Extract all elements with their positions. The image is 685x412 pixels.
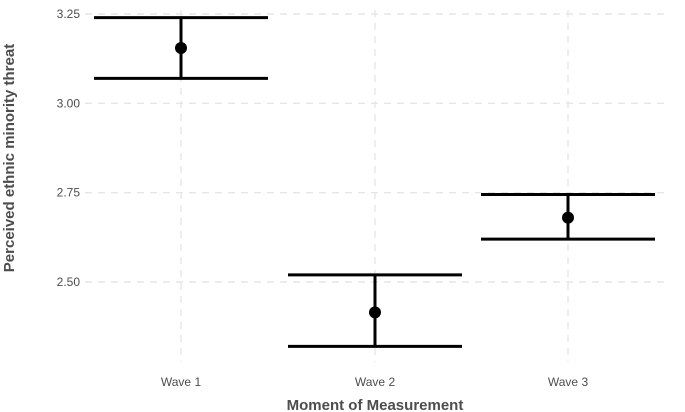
y-tick-label: 2.75 [57, 186, 81, 200]
y-axis-title: Perceived ethnic minority threat [1, 44, 18, 272]
data-point [175, 41, 187, 54]
x-tick-label: Wave 1 [161, 375, 202, 389]
y-tick-label: 3.25 [57, 7, 81, 21]
y-axis-ticks: 2.50 2.75 3.00 3.25 [57, 7, 81, 289]
data-point [562, 211, 574, 224]
x-tick-label: Wave 2 [355, 375, 396, 389]
data-point [369, 306, 381, 319]
y-tick-label: 3.00 [57, 96, 81, 110]
x-axis-title: Moment of Measurement [287, 397, 464, 412]
x-tick-label: Wave 3 [548, 375, 589, 389]
plot-marks [94, 16, 655, 348]
y-tick-label: 2.50 [57, 275, 81, 289]
x-axis-ticks: Wave 1 Wave 2 Wave 3 [161, 375, 589, 389]
